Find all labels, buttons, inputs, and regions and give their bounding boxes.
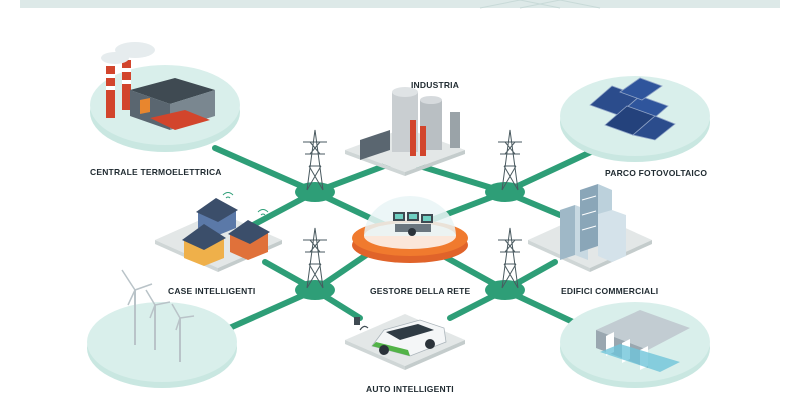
label-solar-park: PARCO FOTOVOLTAICO	[605, 168, 708, 178]
top-band	[20, 0, 780, 8]
smart-houses-icon	[182, 192, 270, 266]
transmission-tower-icon	[498, 129, 522, 191]
control-room-icon	[352, 196, 468, 263]
label-smart-homes: CASE INTELLIGENTI	[168, 286, 256, 296]
top-band-lines	[479, 0, 601, 9]
transmission-tower-icon	[498, 227, 522, 289]
wind-turbines-icon	[121, 269, 195, 362]
node-bottom-right	[485, 280, 525, 300]
label-industry: INDUSTRIA	[411, 80, 460, 90]
solar-panels-icon	[589, 77, 676, 141]
node-bottom-left	[295, 280, 335, 300]
node-top-right	[485, 182, 525, 202]
label-thermal-plant: CENTRALE TERMOELETTRICA	[90, 167, 222, 177]
factory-icon	[360, 87, 460, 160]
electric-car-icon	[354, 317, 447, 357]
power-plant-icon	[101, 42, 215, 130]
label-commercial-buildings: EDIFICI COMMERCIALI	[561, 286, 659, 296]
office-buildings-icon	[560, 184, 626, 262]
transmission-tower-icon	[303, 129, 327, 191]
grid-nodes	[295, 182, 525, 300]
wind-platform	[87, 302, 237, 388]
label-grid-manager: GESTORE DELLA RETE	[370, 286, 471, 296]
label-smart-cars: AUTO INTELLIGENTI	[366, 384, 454, 394]
node-top-left	[295, 182, 335, 202]
transmission-tower-icon	[303, 227, 327, 289]
hydro-dam-icon	[596, 310, 690, 372]
